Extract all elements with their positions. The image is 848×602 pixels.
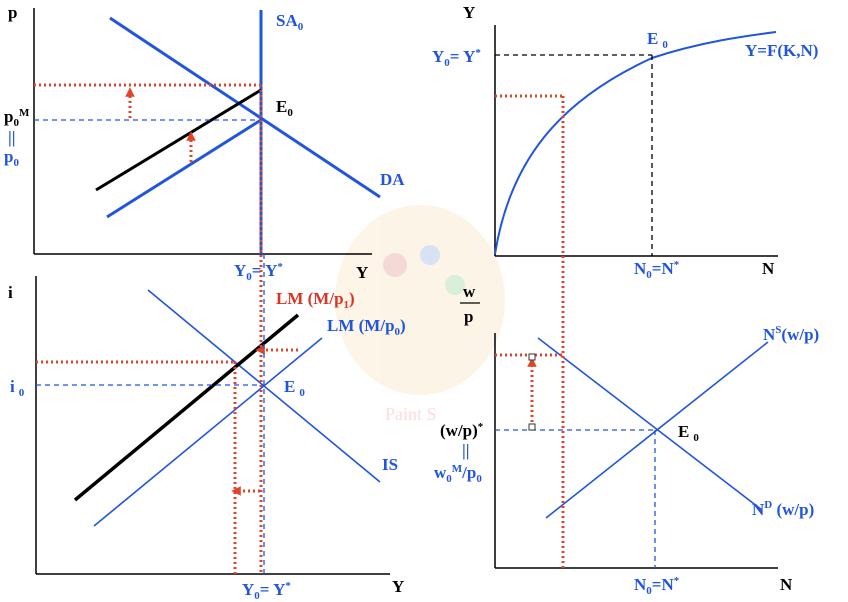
lm0-curve bbox=[94, 338, 322, 526]
br-wm-label: w0M/p0 bbox=[434, 463, 482, 485]
tl-eq-label: E0 bbox=[276, 97, 293, 119]
tr-x-axis-label: N bbox=[762, 259, 775, 278]
lm0-label: LM (M/p0) bbox=[327, 316, 406, 338]
labor-supply-label: NS(w/p) bbox=[763, 324, 819, 344]
labor-demand-curve bbox=[538, 338, 762, 510]
panel-top-left: p Y SA0 DA E0 p0M || p0 Y0= Y* bbox=[4, 3, 405, 283]
bl-x-axis-label: Y bbox=[392, 577, 404, 596]
br-y-axis-top: w bbox=[463, 282, 476, 301]
br-n0-label: N0=N* bbox=[634, 575, 680, 597]
production-function-label: Y=F(K,N) bbox=[745, 41, 818, 60]
bl-y-axis-label: i bbox=[8, 283, 13, 302]
br-x-axis-label: N bbox=[780, 575, 793, 594]
bl-y0-label: Y0= Y* bbox=[242, 580, 291, 602]
lm1-label: LM (M/p1) bbox=[276, 289, 355, 311]
tl-eq-sign: || bbox=[8, 128, 16, 147]
br-wage-label: (w/p)* bbox=[440, 421, 484, 440]
tl-y0-label: Y0= Y* bbox=[234, 261, 283, 283]
tr-y0-label: Y0= Y* bbox=[432, 47, 481, 69]
br-marker-high bbox=[529, 354, 535, 360]
br-marker-low bbox=[529, 424, 535, 430]
production-function-curve bbox=[495, 32, 776, 254]
tl-x-axis-label: Y bbox=[356, 263, 368, 282]
watermark: Paint S bbox=[335, 205, 505, 424]
br-y-axis-bottom: p bbox=[464, 307, 473, 326]
shifted-black-line bbox=[96, 90, 261, 190]
da-label: DA bbox=[380, 170, 405, 189]
watermark-text: Paint S bbox=[385, 404, 437, 424]
tl-p0-label: p0 bbox=[4, 147, 19, 169]
tr-n0-label: N0=N* bbox=[634, 259, 680, 281]
br-eq-sign: || bbox=[462, 441, 470, 460]
tl-y-axis-label: p bbox=[8, 3, 17, 22]
labor-demand-label: ND (w/p) bbox=[752, 499, 814, 519]
is-label: IS bbox=[382, 455, 398, 474]
da-curve bbox=[110, 18, 380, 197]
sa0-label: SA0 bbox=[276, 11, 304, 33]
tl-pm-label: p0M bbox=[4, 107, 30, 129]
tr-y-axis-label: Y bbox=[463, 3, 475, 22]
